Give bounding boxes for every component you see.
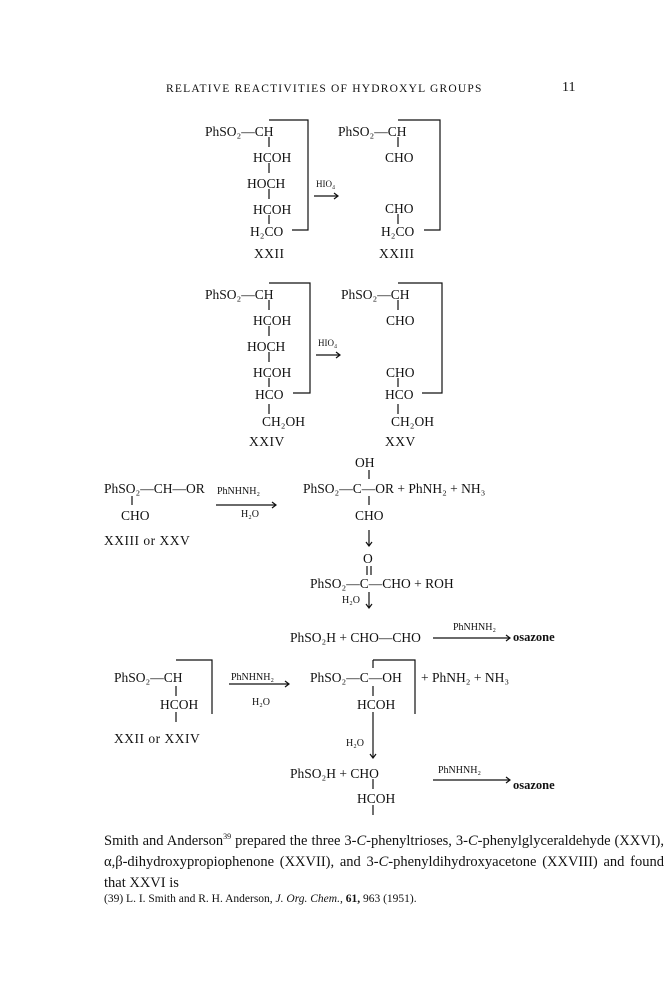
body-paragraph: Smith and Anderson39 prepared the three … (104, 826, 664, 894)
footnote: (39) L. I. Smith and R. H. Anderson, J. … (104, 893, 417, 905)
footnote-pages: 963 (1951). (362, 893, 417, 905)
formula-line: CHO (355, 508, 384, 523)
formula-line: PhSO₂—C—OR + PhNH₂ + NH₃ (303, 481, 486, 496)
text-run: -phenyldihydroxyacetone (XXVIII) and fou… (104, 853, 664, 891)
formula-line: CHO (386, 365, 415, 380)
reagent-label: H₂O (342, 595, 360, 606)
formula-line: HOCH (247, 339, 286, 354)
italic-c: C (356, 832, 367, 849)
text-run: prepared the three 3- (231, 832, 357, 849)
text-run: -phenylglyceraldehyde (XXVI), α,β-dihydr… (104, 832, 664, 870)
reagent-label: PhNHNH₂ (438, 765, 481, 776)
footnote-number: (39) (104, 893, 124, 905)
italic-c: C (467, 832, 478, 849)
formula-line: O (363, 551, 373, 566)
formula-line: CHO (385, 201, 414, 216)
formula-line: HCOH (160, 697, 199, 712)
formula-line: CHO (386, 313, 415, 328)
formula-line: HCOH (357, 791, 396, 806)
formula-line: PhSO₂H + CHO (290, 766, 379, 781)
formula-line: HCO (385, 387, 414, 402)
formula-line: + PhNH₂ + NH₃ (421, 670, 510, 685)
formula-line: H₂CO (250, 224, 284, 239)
product-label: osazone (513, 630, 555, 644)
footnote-volume: 61, (345, 893, 361, 905)
reagent-label: PhNHNH₂ (231, 672, 274, 683)
reagent-label: H₂O (346, 738, 364, 749)
reagent-label: HIO₄ (316, 179, 336, 189)
reagent-label: PhNHNH₂ (217, 486, 260, 497)
formula-line: HCOH (253, 150, 292, 165)
reference-marker: 39 (223, 832, 232, 841)
formula-line: CHO (121, 508, 150, 523)
formula-line: CH₂OH (391, 414, 434, 429)
footnote-authors: L. I. Smith and R. H. Anderson, (126, 893, 273, 905)
formula-line: CHO (385, 150, 414, 165)
formula-line: PhSO₂—C—OH (310, 670, 402, 685)
reagent-label: PhNHNH₂ (453, 622, 496, 633)
compound-label: XXIII (379, 246, 415, 261)
reagent-label: H₂O (241, 509, 259, 520)
formula-line: PhSO₂—CH—OR (104, 481, 205, 496)
running-title: RELATIVE REACTIVITIES OF HYDROXYL GROUPS (166, 83, 483, 95)
formula-line: PhSO₂—CH (338, 124, 407, 139)
formula-line: HCOH (357, 697, 396, 712)
formula-line: HCOH (253, 313, 292, 328)
formula-line: CH₂OH (262, 414, 305, 429)
formula-line: PhSO₂H + CHO—CHO (290, 630, 421, 645)
reagent-label: H₂O (252, 697, 270, 708)
text-run: Smith and Anderson (104, 832, 224, 849)
compound-label: XXV (385, 434, 416, 449)
page-number: 11 (562, 80, 576, 95)
formula-line: PhSO₂—CH (205, 124, 274, 139)
formula-line: HOCH (247, 176, 286, 191)
italic-c: C (378, 853, 389, 870)
formula-line: HCO (255, 387, 284, 402)
formula-line: H₂CO (381, 224, 415, 239)
compound-label: XXIV (249, 434, 285, 449)
compound-label: XXII (254, 246, 285, 261)
compound-label: XXII or XXIV (114, 731, 201, 746)
formula-line: HCOH (253, 202, 292, 217)
formula-line: PhSO₂—C—CHO + ROH (310, 576, 454, 591)
compound-label: XXIII or XXV (104, 533, 191, 548)
text-run: -phenyltrioses, 3- (366, 832, 468, 849)
reagent-label: HIO₄ (318, 338, 338, 348)
product-label: osazone (513, 778, 555, 792)
formula-line: OH (355, 455, 375, 470)
formula-line: PhSO₂—CH (114, 670, 183, 685)
formula-line: HCOH (253, 365, 292, 380)
formula-line: PhSO₂—CH (341, 287, 410, 302)
footnote-journal: J. Org. Chem., (275, 893, 343, 905)
formula-line: PhSO₂—CH (205, 287, 274, 302)
